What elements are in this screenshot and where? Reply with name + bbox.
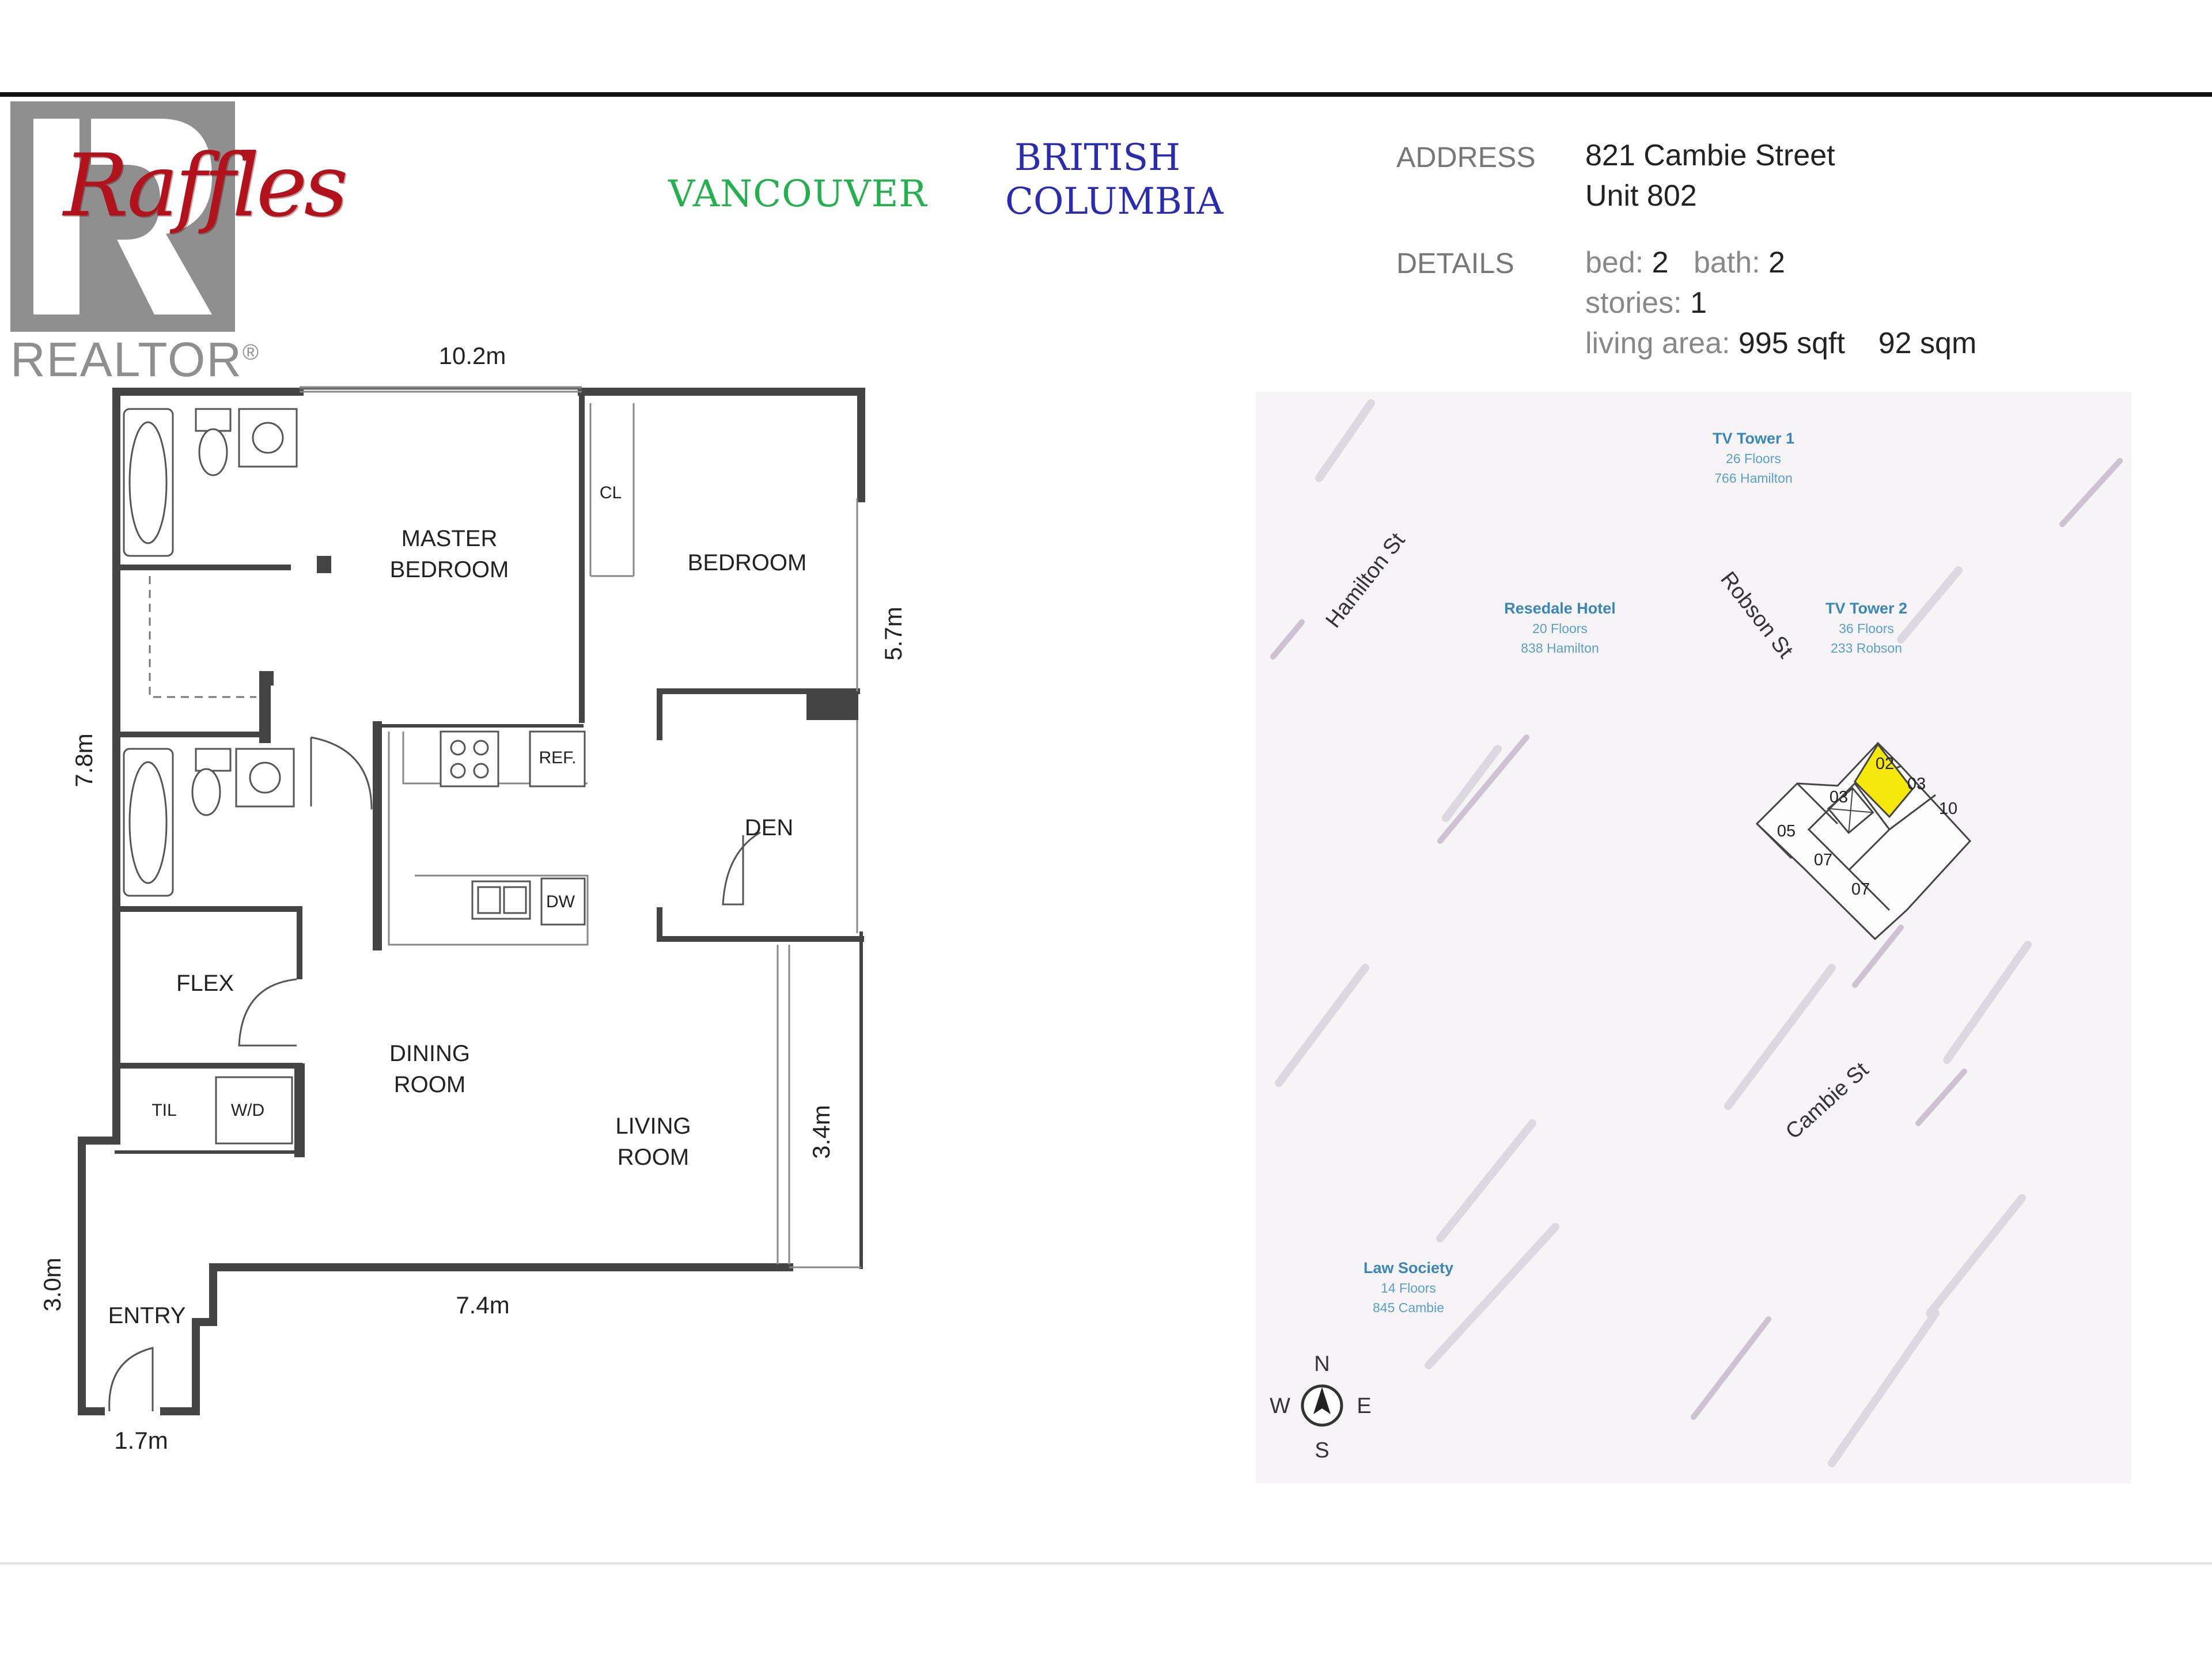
- site-map: 02 03 03 10 05 07 07 TV Tower 1 26 Floor…: [1256, 392, 2131, 1483]
- entry-label: ENTRY: [108, 1303, 186, 1328]
- resedale-hotel-name: Resedale Hotel: [1504, 600, 1616, 617]
- dishwasher-label: DW: [546, 892, 575, 911]
- linen-label: TIL: [151, 1101, 176, 1120]
- compass-west: W: [1270, 1394, 1290, 1418]
- realtor-wordmark: REALTOR®: [10, 332, 260, 388]
- bottom-frame-border: [0, 1562, 2212, 1565]
- tv-tower-1-floors: 26 Floors: [1726, 451, 1781, 466]
- resedale-hotel-floors: 20 Floors: [1532, 621, 1588, 636]
- dimension-bottom-width: 7.4m: [456, 1291, 509, 1319]
- bath-value: 2: [1768, 246, 1785, 279]
- tv-tower-2-name: TV Tower 2: [1825, 600, 1907, 617]
- details-label: DETAILS: [1396, 247, 1514, 279]
- laundry-label: W/D: [231, 1101, 264, 1120]
- address-line-1: 821 Cambie Street: [1585, 139, 1835, 172]
- tv-tower-2-address: 233 Robson: [1831, 641, 1902, 656]
- hamilton-street-label: Hamilton St: [1321, 528, 1410, 632]
- top-frame-border: [0, 92, 2212, 97]
- living-area-label: living area:: [1585, 327, 1730, 360]
- address-label: ADDRESS: [1396, 141, 1536, 173]
- dimension-entry-height: 3.0m: [39, 1257, 66, 1311]
- unit-05: 05: [1777, 822, 1796, 840]
- bedroom-label: BEDROOM: [688, 550, 807, 575]
- den-label: DEN: [745, 815, 793, 840]
- dimension-top-width: 10.2m: [439, 342, 506, 369]
- living-area-line: living area: 995 sqft 92 sqm: [1585, 326, 1976, 361]
- robson-street-label: Robson St: [1715, 567, 1798, 663]
- unit-03-left: 03: [1830, 788, 1848, 806]
- raffles-script-logo: Raffles: [63, 136, 349, 236]
- resedale-hotel-address: 838 Hamilton: [1521, 641, 1599, 656]
- registered-mark: ®: [243, 340, 260, 365]
- law-society-name: Law Society: [1363, 1259, 1453, 1277]
- fridge-label: REF.: [539, 748, 576, 767]
- stories-label: stories:: [1585, 286, 1682, 320]
- stories-line: stories: 1: [1585, 286, 1707, 320]
- address-line-2: Unit 802: [1585, 179, 1697, 213]
- dimension-balcony-height: 3.4m: [808, 1105, 835, 1158]
- dimension-entry-width: 1.7m: [114, 1427, 168, 1454]
- living-area-sqft: 995 sqft: [1738, 327, 1845, 360]
- living-room-label-2: ROOM: [618, 1145, 689, 1170]
- compass-east: E: [1357, 1394, 1371, 1418]
- city-name: VANCOUVER: [668, 173, 927, 215]
- bath-label: bath:: [1693, 246, 1760, 279]
- stories-value: 1: [1690, 286, 1707, 320]
- compass-icon: [1301, 1384, 1343, 1427]
- bed-label: bed:: [1585, 246, 1644, 279]
- master-bedroom-label: MASTER: [402, 526, 498, 551]
- dimension-left-height: 7.8m: [70, 733, 97, 787]
- unit-07-right: 07: [1851, 880, 1870, 899]
- province-line-1: BRITISH: [1014, 137, 1181, 179]
- unit-10: 10: [1939, 800, 1957, 818]
- law-society-floors: 14 Floors: [1381, 1281, 1436, 1296]
- province-line-2: COLUMBIA: [1005, 180, 1224, 223]
- law-society-address: 845 Cambie: [1373, 1300, 1444, 1315]
- closet-label: CL: [600, 483, 622, 502]
- realtor-word: REALTOR: [10, 332, 243, 387]
- bed-bath-line: bed: 2 bath: 2: [1585, 245, 1785, 280]
- compass-south: S: [1315, 1438, 1329, 1463]
- tv-tower-1-name: TV Tower 1: [1713, 430, 1794, 447]
- highlighted-unit: [1854, 743, 1914, 819]
- bed-value: 2: [1652, 246, 1669, 279]
- unit-02: 02: [1876, 755, 1894, 773]
- dining-room-label-2: ROOM: [394, 1072, 465, 1097]
- realtor-logo-mark: Raffles: [10, 101, 349, 332]
- dining-room-label: DINING: [389, 1041, 470, 1066]
- floor-plan: MASTER BEDROOM BEDROOM DEN FLEX DINING R…: [39, 342, 907, 1454]
- flex-label: FLEX: [176, 971, 234, 996]
- province-name: BRITISH COLUMBIA: [1005, 136, 1224, 224]
- living-room-label: LIVING: [615, 1113, 691, 1139]
- unit-03-right: 03: [1907, 775, 1926, 793]
- cambie-street-label: Cambie St: [1781, 1058, 1873, 1144]
- unit-07-left: 07: [1814, 851, 1832, 869]
- dimension-bedroom-height: 5.7m: [880, 607, 907, 660]
- compass-north: N: [1314, 1352, 1330, 1376]
- realtor-logo: Raffles REALTOR®: [10, 101, 349, 387]
- tv-tower-2-floors: 36 Floors: [1839, 621, 1894, 636]
- living-area-sqm: 92 sqm: [1878, 327, 1977, 360]
- tv-tower-1-address: 766 Hamilton: [1714, 471, 1793, 486]
- master-bedroom-label-2: BEDROOM: [390, 557, 509, 582]
